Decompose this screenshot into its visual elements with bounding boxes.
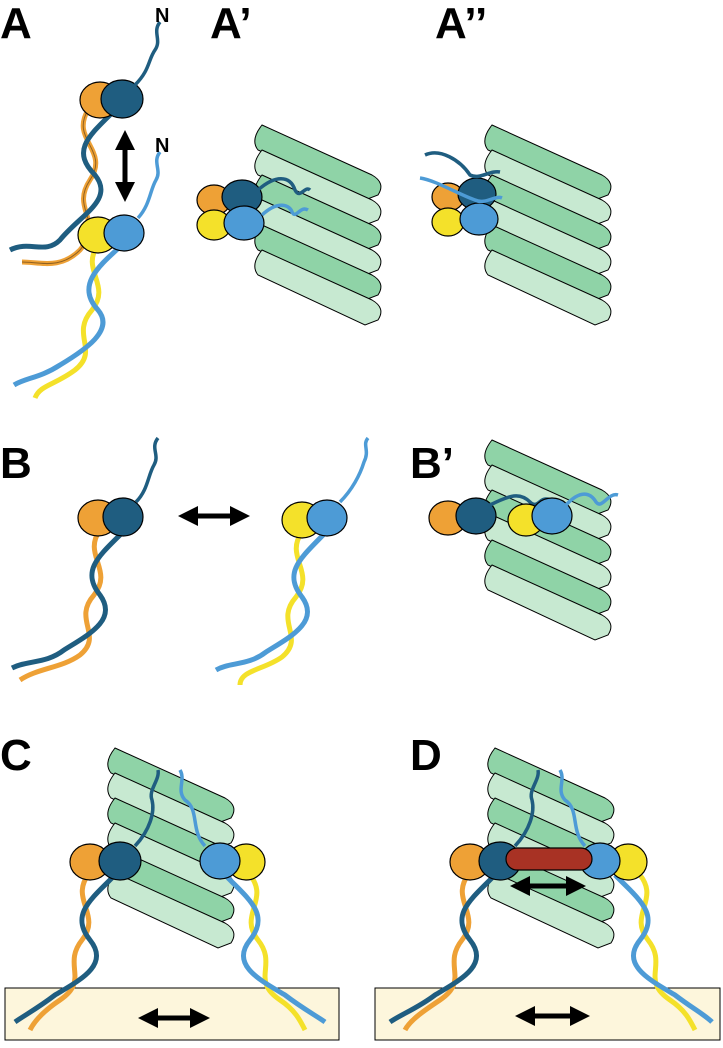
n-terminus-label: N: [155, 5, 169, 27]
panel-label-a: A: [0, 0, 32, 48]
panel-label-a-prime: A’: [210, 0, 252, 48]
red-linker-bar: [505, 847, 593, 871]
panel-a: N N: [8, 5, 169, 400]
green-filament-stack-3: [484, 439, 612, 641]
green-filament-stack-4: [107, 747, 235, 949]
panel-label-a-double-prime: A’’: [435, 0, 487, 48]
panel-c: [4, 747, 340, 1041]
green-filament-stack: [254, 124, 382, 326]
green-filament-stack-2: [484, 124, 612, 326]
panel-label-b: B: [0, 439, 32, 488]
dark-blue-head: [100, 79, 144, 119]
panel-d: [374, 747, 721, 1041]
panel-label-c: C: [0, 731, 32, 780]
panel-a-prime: [196, 124, 382, 326]
panel-a-double-prime: [419, 124, 612, 326]
panel-label-d: D: [410, 731, 442, 780]
n-terminus-label-2: N: [155, 135, 169, 157]
panel-b: [10, 436, 370, 686]
panel-label-b-prime: B’: [410, 439, 454, 488]
light-blue-head: [103, 214, 145, 252]
panel-b-prime: [428, 439, 619, 641]
